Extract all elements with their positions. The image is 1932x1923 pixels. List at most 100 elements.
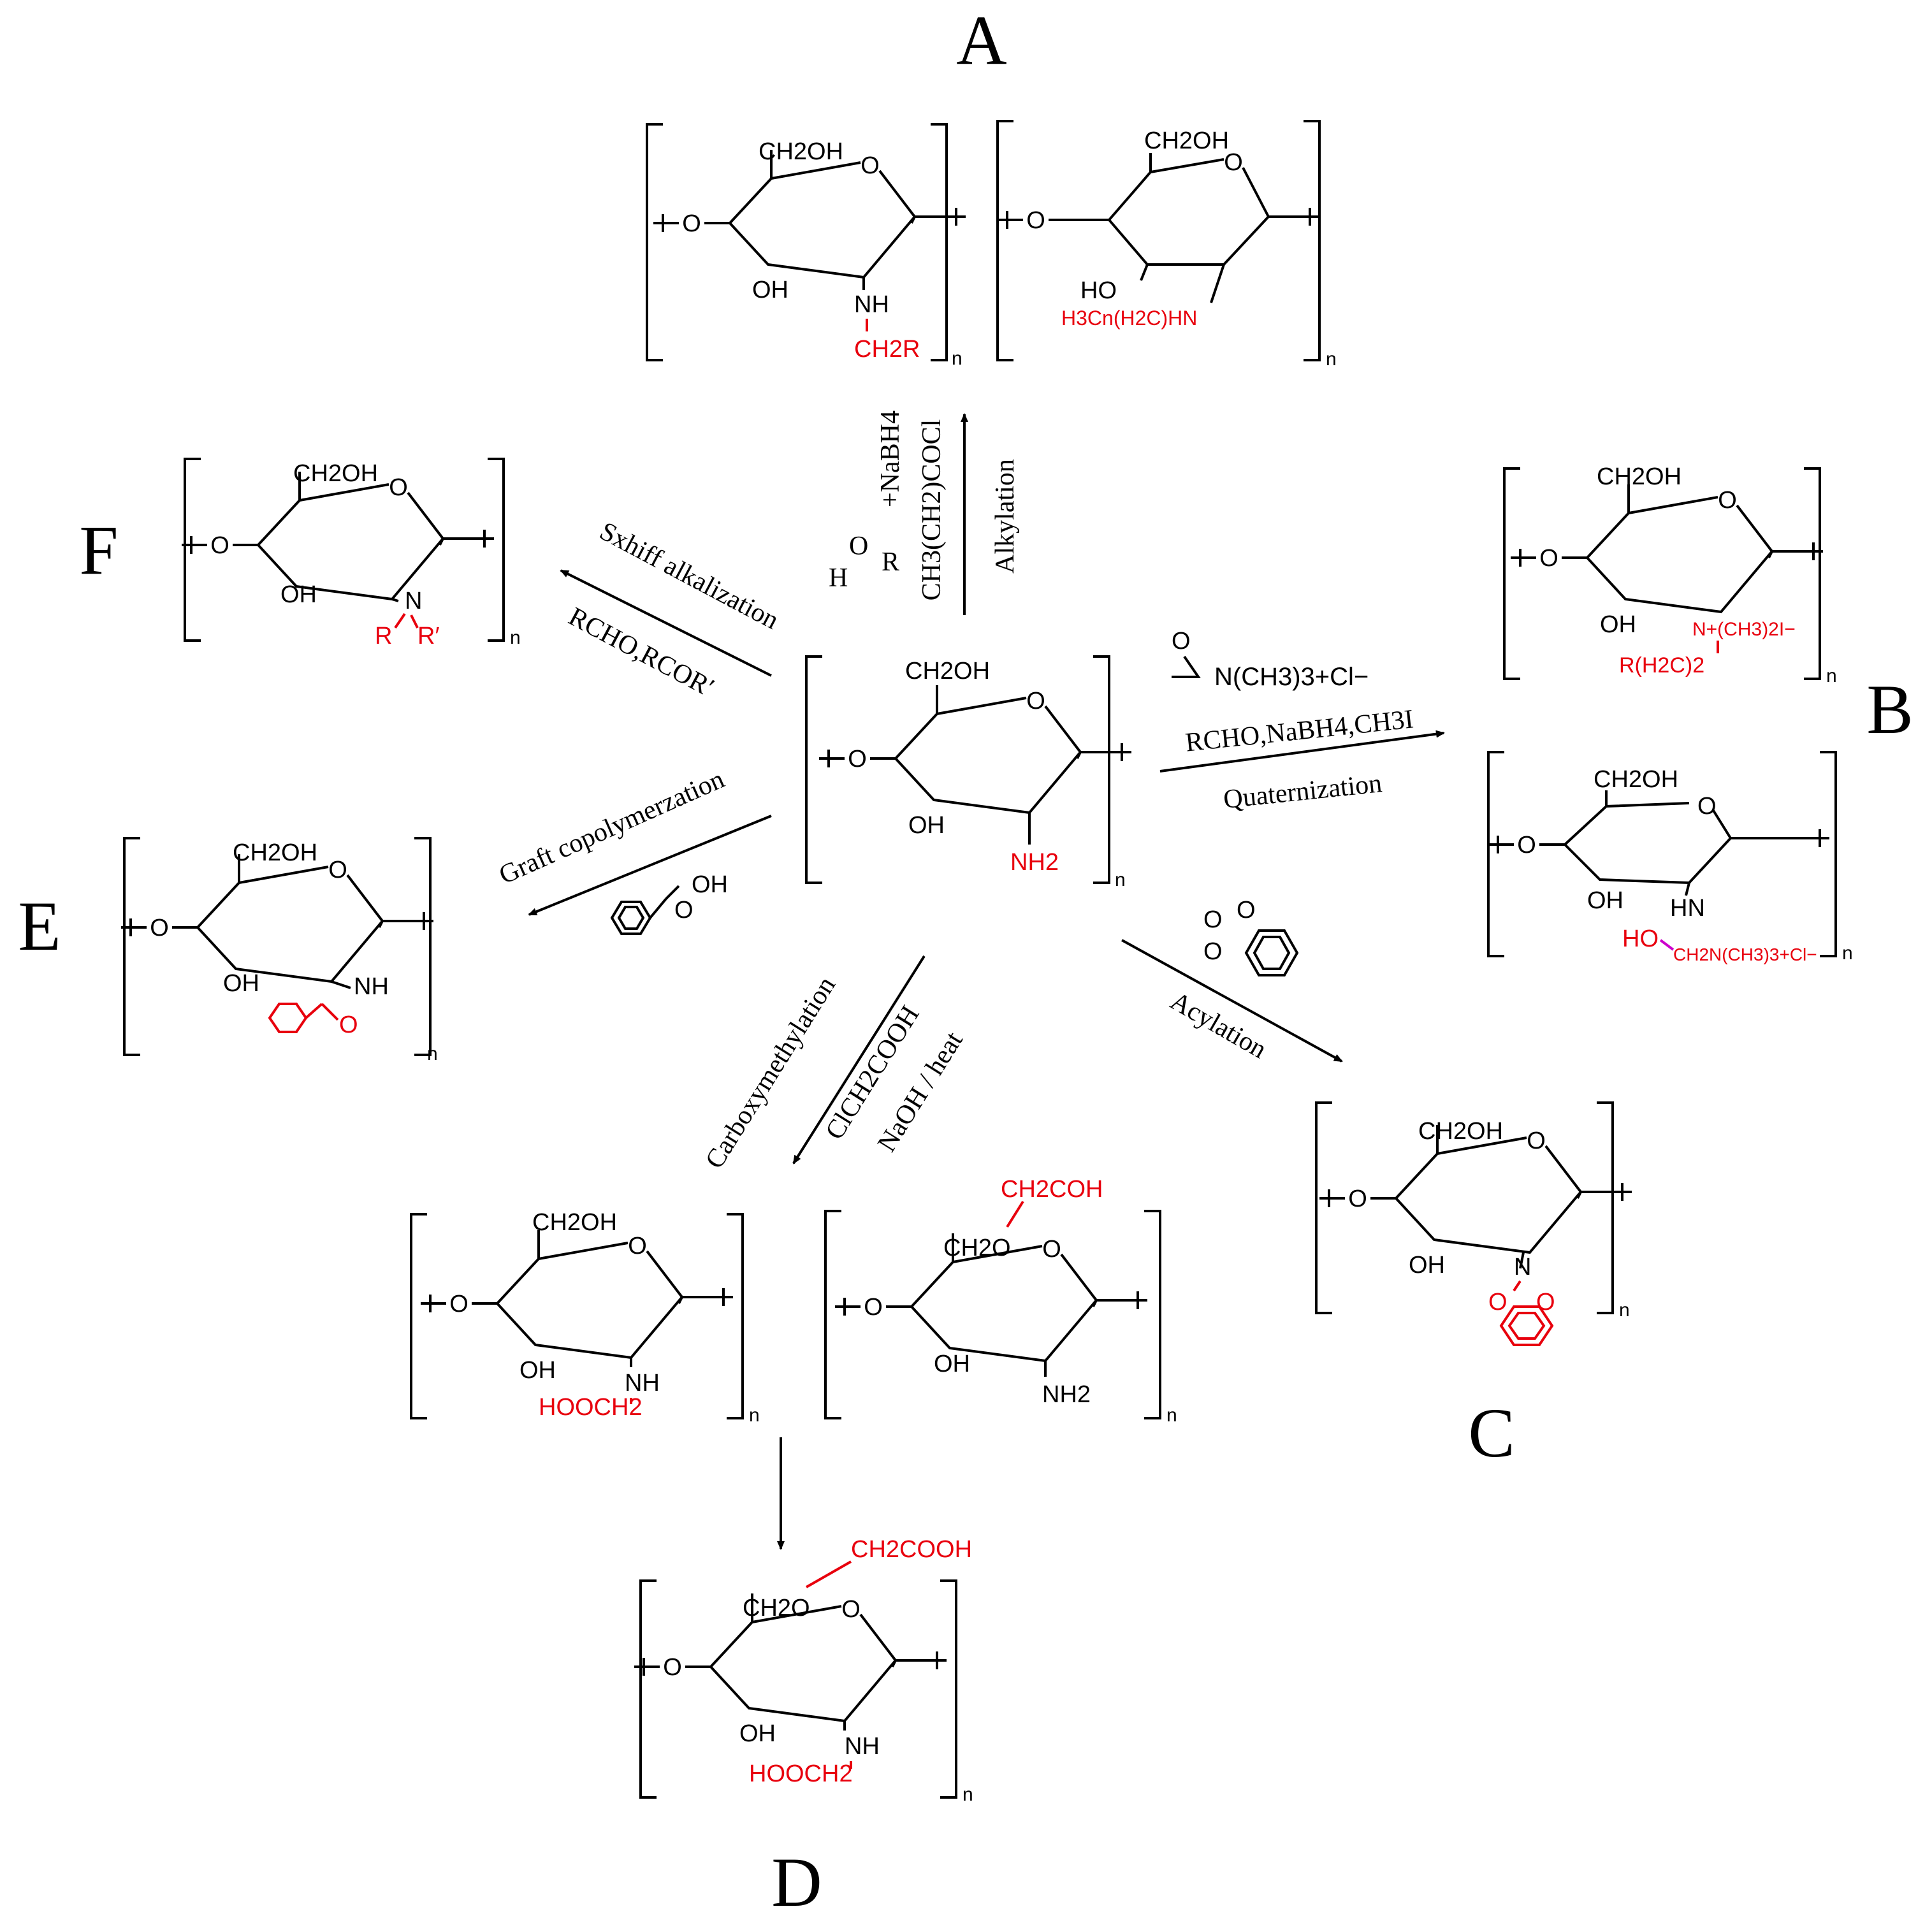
label-carboxymethylation: Carboxymethylation xyxy=(700,972,841,1174)
bracket-right xyxy=(1093,655,1110,884)
svg-text:O: O xyxy=(682,210,701,237)
svg-text:O: O xyxy=(210,532,229,559)
label-schiff: Sxhiff alkalization xyxy=(595,516,783,635)
svg-text:R(H2C)2: R(H2C)2 xyxy=(1619,653,1704,678)
svg-text:O: O xyxy=(1224,149,1243,176)
structure-D2: O O CH2O CH2COH OH NH2 n xyxy=(824,1176,1177,1426)
reagent-epoxide: O N(CH3)3+Cl− xyxy=(1172,628,1369,691)
svg-text:CH2OH: CH2OH xyxy=(759,138,843,165)
svg-text:n: n xyxy=(1842,943,1853,964)
svg-text:O: O xyxy=(1718,487,1737,514)
svg-text:O: O xyxy=(849,532,868,561)
svg-text:HO: HO xyxy=(1080,277,1117,304)
svg-text:CH2O: CH2O xyxy=(943,1235,1011,1261)
svg-text:OH: OH xyxy=(692,871,728,898)
svg-text:OH: OH xyxy=(739,1720,776,1747)
letter-B: B xyxy=(1866,671,1913,748)
svg-text:HOOCH2: HOOCH2 xyxy=(539,1394,643,1421)
reagent-anhydride: O O O xyxy=(1203,897,1299,976)
svg-text:O: O xyxy=(674,897,694,924)
arrow-quaternization xyxy=(1159,730,1445,773)
svg-text:n: n xyxy=(749,1405,760,1426)
svg-text:H3Cn(H2C)HN: H3Cn(H2C)HN xyxy=(1061,307,1197,330)
svg-text:O: O xyxy=(1203,938,1223,965)
svg-text:OH: OH xyxy=(223,970,259,997)
structure-D-final: O O CH2O CH2COOH OH NH HOOCH2 n xyxy=(633,1536,973,1805)
ring-o: O xyxy=(1026,688,1045,715)
reagent-cinnamic-acid: O OH xyxy=(610,871,728,935)
svg-text:CH2OH: CH2OH xyxy=(1418,1118,1503,1145)
svg-text:CH2OH: CH2OH xyxy=(532,1209,617,1236)
label-alkylation: Alkylation xyxy=(991,459,1020,574)
svg-text:O: O xyxy=(150,915,169,941)
svg-text:O: O xyxy=(1539,545,1558,572)
svg-text:CH2R: CH2R xyxy=(854,336,920,363)
svg-text:O: O xyxy=(339,1012,358,1038)
svg-text:N: N xyxy=(1514,1254,1531,1281)
svg-text:O: O xyxy=(1517,832,1536,859)
svg-text:O: O xyxy=(1237,897,1256,924)
structure-B2: O O CH2OH OH HN HO CH2N(CH3)3+Cl− n xyxy=(1487,751,1853,964)
arrow-schiff xyxy=(560,569,772,677)
svg-text:R: R xyxy=(882,548,899,577)
svg-text:n: n xyxy=(1826,665,1837,686)
arrow-carboxymethylation xyxy=(792,955,926,1165)
ring-o-left: O xyxy=(848,746,867,773)
reagent-nabh4: +NaBH4 xyxy=(876,410,905,507)
amine-label: NH2 xyxy=(1010,849,1059,876)
magenta-bond xyxy=(1659,939,1674,951)
svg-text:NH: NH xyxy=(854,291,889,318)
svg-text:O: O xyxy=(1348,1186,1367,1212)
letter-D: D xyxy=(771,1843,822,1921)
svg-text:CH2COH: CH2COH xyxy=(1001,1176,1103,1203)
n-subscript: n xyxy=(1115,869,1126,890)
svg-text:n: n xyxy=(1166,1405,1177,1426)
svg-text:CH2N(CH3)3+Cl−: CH2N(CH3)3+Cl− xyxy=(1673,945,1817,964)
ch2oh-label: CH2OH xyxy=(905,658,990,685)
oh-label: OH xyxy=(908,812,945,839)
structure-A2: O O CH2OH HO H3Cn(H2C)HN n xyxy=(996,120,1337,370)
svg-text:O: O xyxy=(389,474,408,501)
svg-text:HOOCH2: HOOCH2 xyxy=(749,1760,853,1787)
svg-text:CH2COOH: CH2COOH xyxy=(851,1536,972,1563)
svg-text:OH: OH xyxy=(1587,887,1623,914)
svg-text:O: O xyxy=(1536,1289,1555,1316)
arrow-graft xyxy=(528,815,772,916)
svg-text:NH: NH xyxy=(625,1370,660,1397)
reagent-aldehyde: H R O xyxy=(829,532,899,593)
structure-D1: O O CH2OH OH NH HOOCH2 n xyxy=(410,1209,760,1426)
reagent-rcho-nabh4: RCHO,NaBH4,CH3I xyxy=(1184,704,1415,757)
svg-text:CH2OH: CH2OH xyxy=(233,839,317,866)
svg-text:O: O xyxy=(328,857,347,883)
svg-text:R′: R′ xyxy=(418,623,440,649)
svg-text:R: R xyxy=(375,623,392,649)
letter-E: E xyxy=(18,887,61,965)
svg-text:NH: NH xyxy=(845,1733,880,1760)
svg-text:CH2OH: CH2OH xyxy=(1597,463,1681,490)
structure-F: O O CH2OH OH N R R′ n xyxy=(180,458,521,649)
svg-text:CH2OH: CH2OH xyxy=(1594,766,1678,793)
svg-text:O: O xyxy=(1042,1236,1061,1263)
arrow-acylation xyxy=(1121,939,1343,1063)
structure-C: O O CH2OH OH N O O n xyxy=(1315,1101,1633,1346)
svg-text:OH: OH xyxy=(752,277,788,303)
svg-text:CH2OH: CH2OH xyxy=(293,460,378,487)
svg-text:O: O xyxy=(628,1233,647,1259)
structure-B1: O O CH2OH OH N+(CH3)2I− R(H2C)2 n xyxy=(1503,463,1837,686)
letter-F: F xyxy=(79,511,118,589)
svg-text:O: O xyxy=(841,1596,861,1623)
svg-text:n: n xyxy=(1619,1300,1630,1321)
svg-text:O: O xyxy=(864,1294,883,1321)
svg-text:N+(CH3)2I−: N+(CH3)2I− xyxy=(1692,619,1796,640)
svg-text:n: n xyxy=(952,348,962,369)
svg-text:NH: NH xyxy=(354,973,389,1000)
svg-text:H: H xyxy=(829,563,848,593)
svg-text:OH: OH xyxy=(280,581,317,608)
svg-text:CH2O: CH2O xyxy=(743,1595,810,1622)
svg-text:OH: OH xyxy=(519,1357,556,1384)
structure-E: O O CH2OH OH NH O n xyxy=(120,837,438,1064)
svg-text:O: O xyxy=(663,1654,682,1681)
svg-text:O: O xyxy=(1172,628,1191,655)
svg-text:OH: OH xyxy=(1600,611,1636,638)
svg-text:OH: OH xyxy=(934,1351,970,1377)
